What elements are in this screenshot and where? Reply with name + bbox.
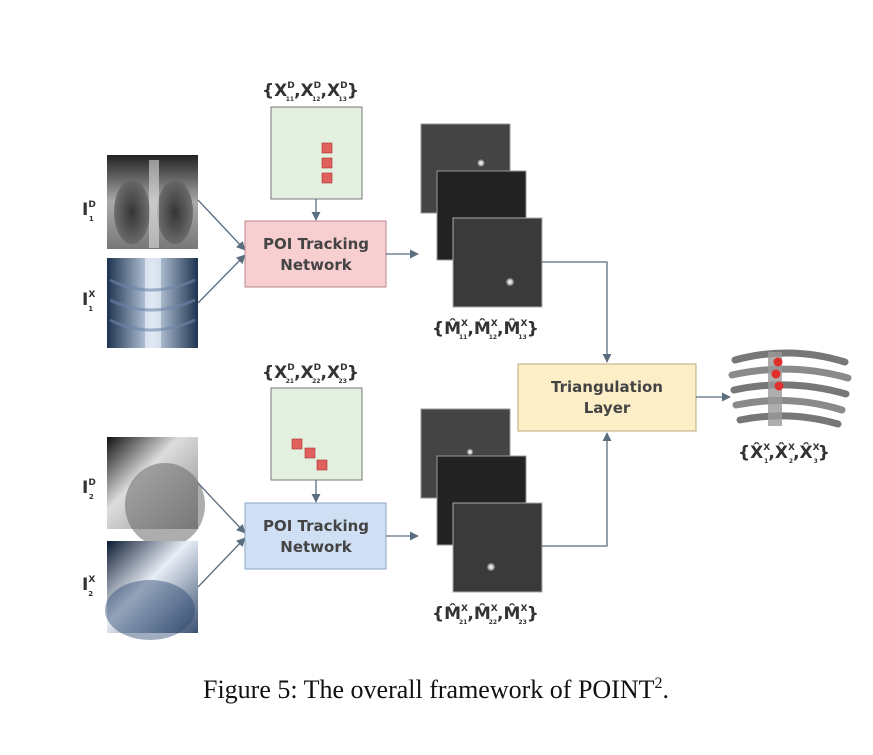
svg-text:Network: Network [280,538,352,556]
poi-tracking-network-top: POI Tracking Network [244,220,387,288]
svg-text:Layer: Layer [584,399,631,417]
point-marker [321,142,333,154]
output-point-marker [774,381,784,391]
svg-text:POI Tracking: POI Tracking [263,517,369,535]
triangulation-layer: Triangulation Layer [517,363,697,432]
xray-image-i1d [107,155,198,249]
arrow-i1x-to-net-top [197,254,246,304]
arrow-heatmaps-top-to-triangulation [542,261,612,363]
xray-image-i2x [105,541,198,640]
svg-text:POI Tracking: POI Tracking [263,235,369,253]
top-points-panel [270,106,363,200]
svg-text:Triangulation: Triangulation [551,378,663,396]
arrow-i2d-to-net-bottom [197,482,246,534]
xray-image-i2d [107,437,205,547]
heatmap-stack-bottom [420,408,543,593]
arrow-i1d-to-net-top [197,199,246,251]
point-marker [291,438,303,450]
figure-caption: Figure 5: The overall framework of POINT… [203,675,669,704]
point-marker [321,172,333,184]
point-marker [321,157,333,169]
ribcage-3d-output [728,349,852,428]
output-point-marker [771,369,781,379]
arrow-heatmaps-bottom-to-triangulation [542,432,612,547]
point-marker [304,447,316,459]
heatmap-stack-top [420,123,543,308]
bottom-points-panel [270,387,363,481]
output-point-marker [773,357,783,367]
poi-tracking-network-bottom: POI Tracking Network [244,502,387,570]
svg-text:Network: Network [280,256,352,274]
point-marker [316,459,328,471]
arrow-i2x-to-net-bottom [197,537,246,588]
xray-image-i1x [107,258,198,348]
